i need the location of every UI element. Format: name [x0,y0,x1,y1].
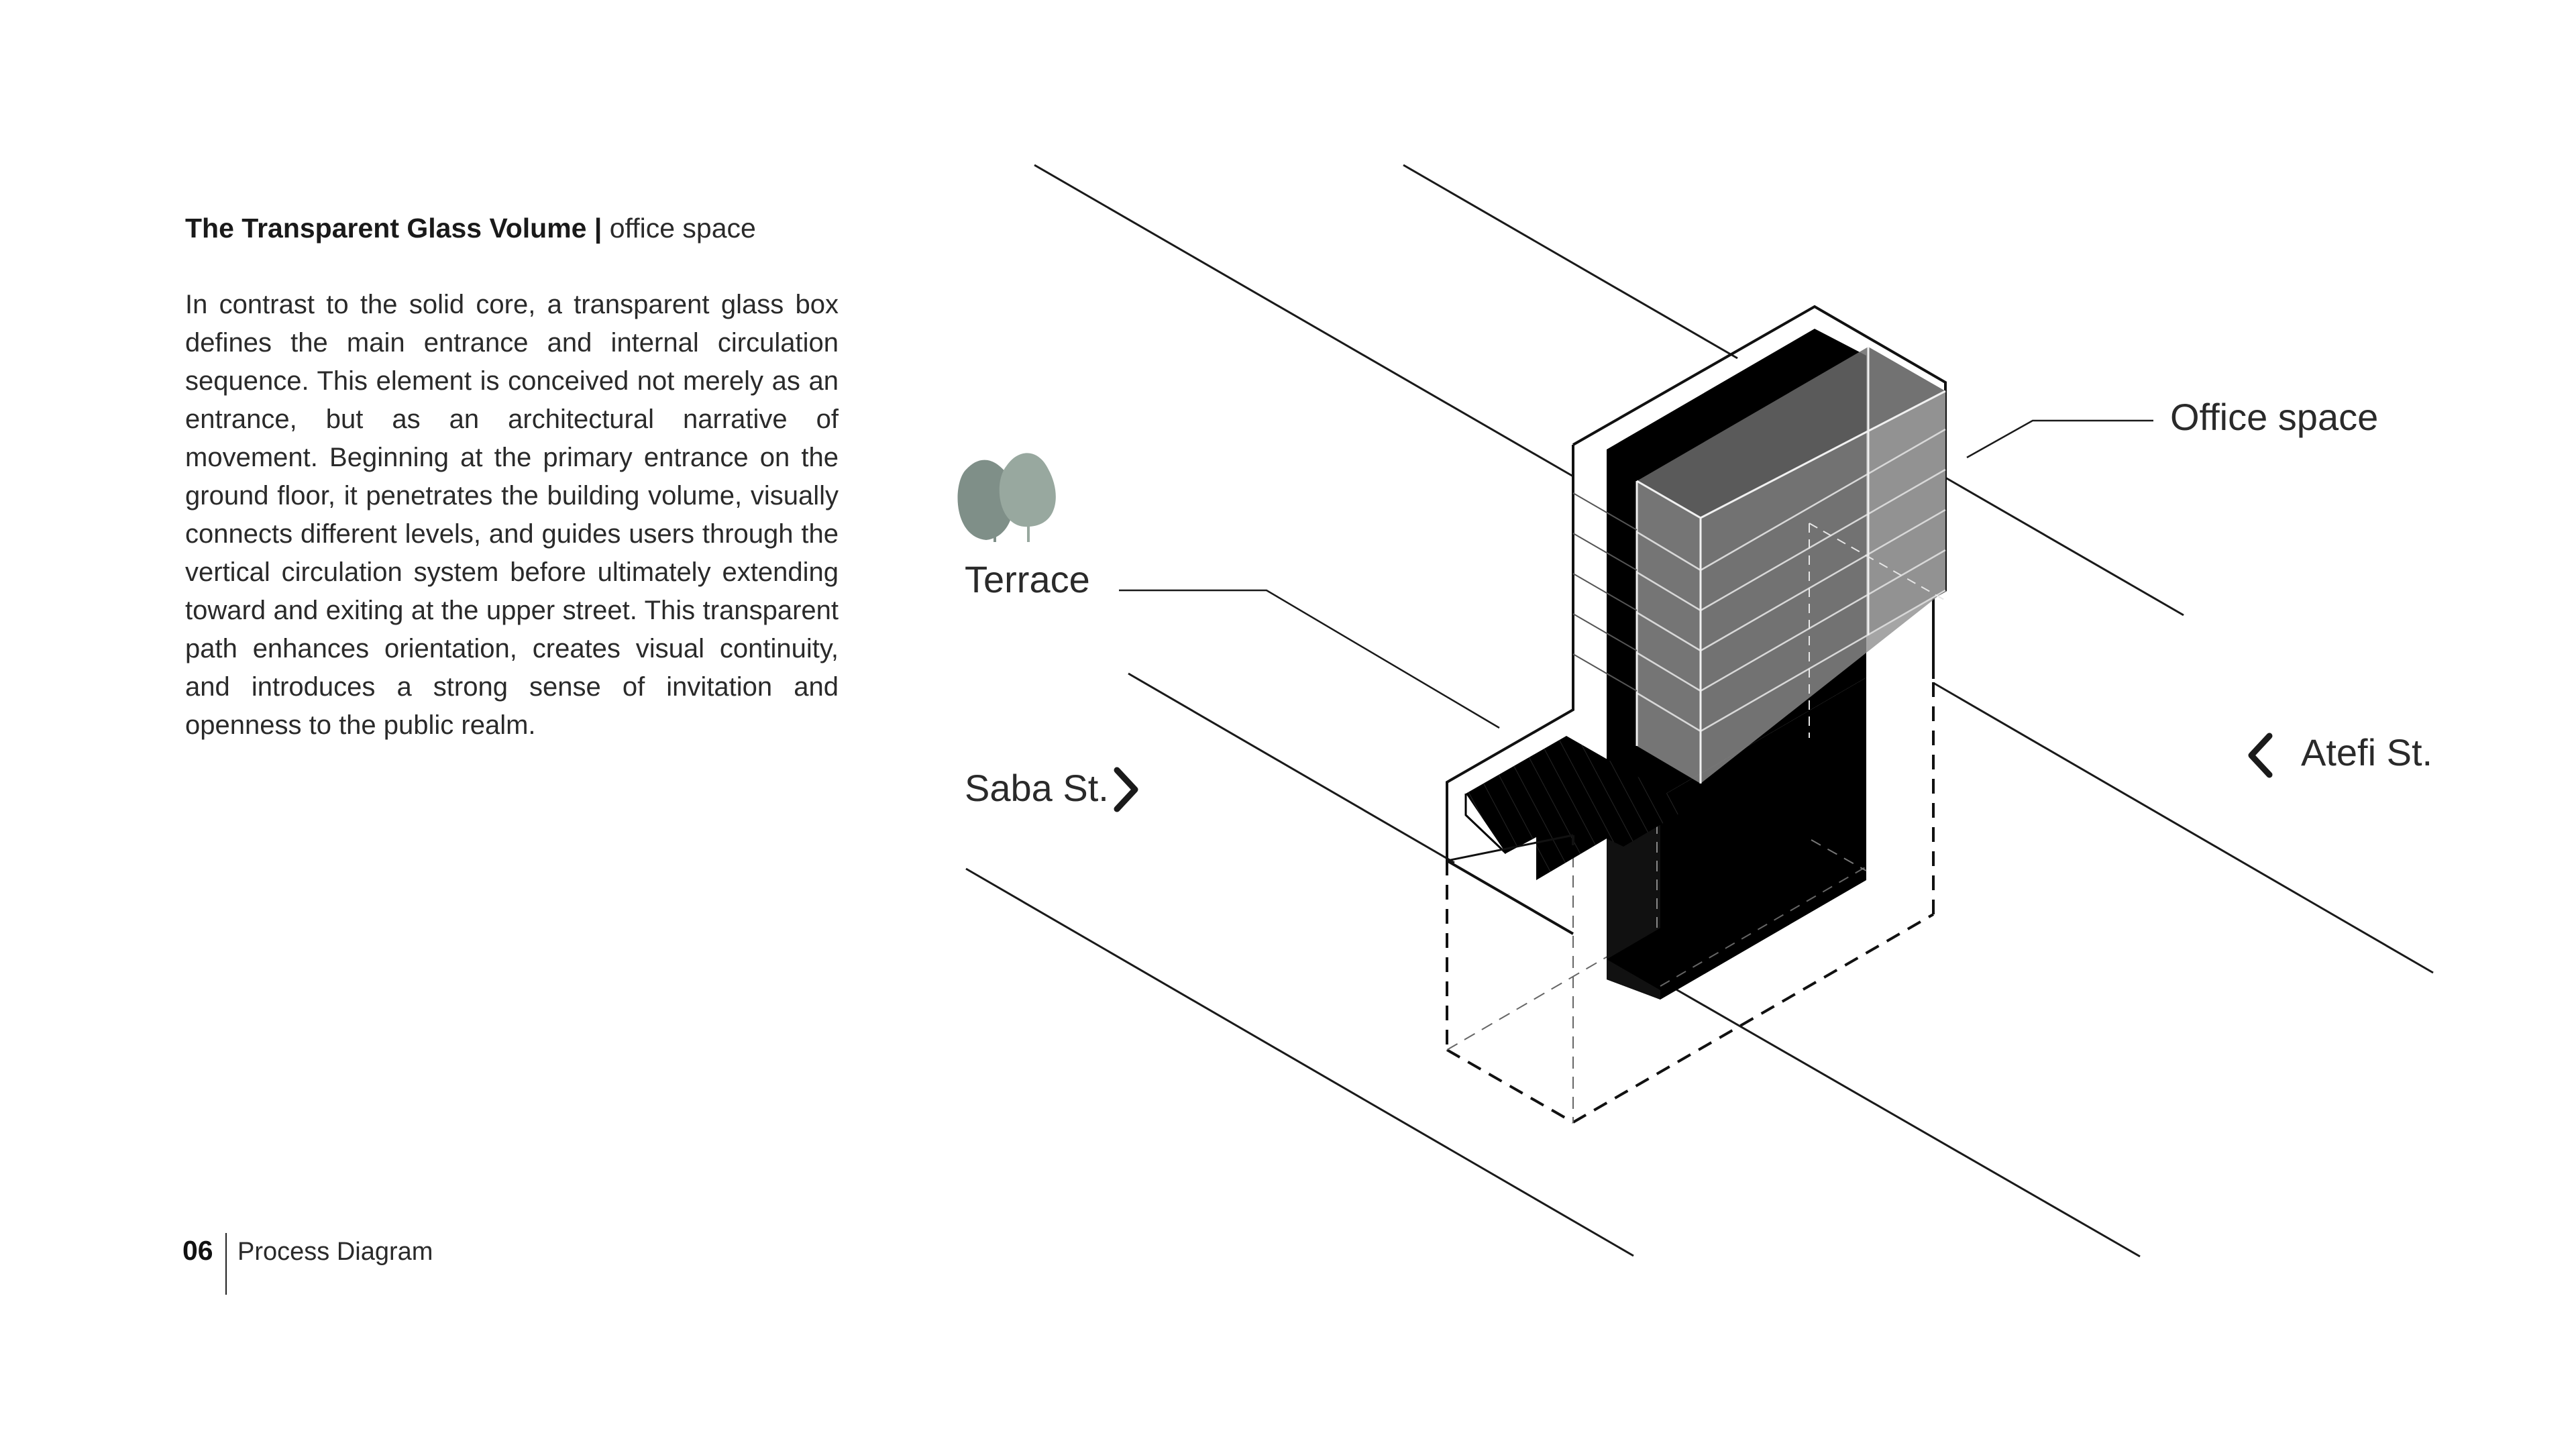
label-atefi-st: Atefi St. [2301,731,2432,773]
body-paragraph: In contrast to the solid core, a transpa… [185,290,839,740]
street-lines [965,164,2434,1258]
chevron-left-icon [2248,733,2273,778]
street-line [1403,164,1738,360]
footer-divider [225,1233,227,1295]
office-leader [1966,419,2153,459]
street-line [1128,672,1455,864]
page-title: The Transparent Glass Volume | office sp… [185,209,756,247]
title-subtitle: office space [609,213,756,244]
label-office-space: Office space [2170,396,2378,438]
street-line [1933,682,2434,974]
trees-icon [957,453,1056,542]
street-line [1945,476,2184,616]
leader-lines [1119,419,2153,729]
section-label: Process Diagram [237,1238,433,1266]
terrace-slab [1464,736,1690,880]
terrace-leader [1119,589,1500,729]
title-main: The Transparent Glass Volume [185,213,587,244]
label-terrace: Terrace [965,558,1090,600]
street-line [1670,985,2141,1258]
street-line [1034,164,1574,478]
lower-glass-outline [1446,834,1574,862]
label-saba-st: Saba St. [965,767,1109,809]
page-number: 06 [182,1235,213,1266]
chevron-right-icon [1114,767,1138,812]
title-separator: | [586,213,610,244]
street-line [965,867,1634,1257]
glass-volume [1572,347,1946,784]
